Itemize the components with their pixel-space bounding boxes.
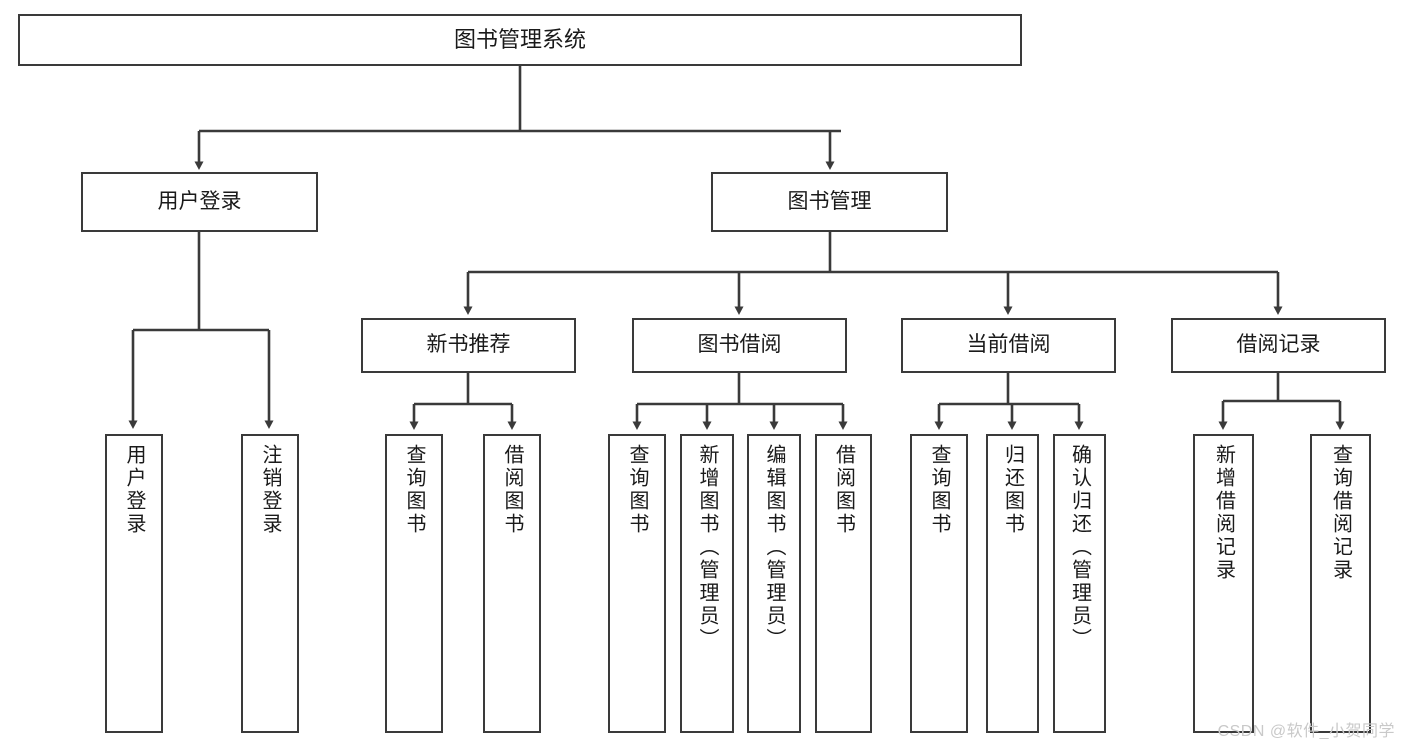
node-leaf-add-book[interactable]: 新增图书（管理员） bbox=[680, 434, 734, 733]
node-new-book-recommend-label: 新书推荐 bbox=[426, 333, 511, 357]
node-leaf-add-record[interactable]: 新增借阅记录 bbox=[1193, 434, 1254, 733]
node-leaf-logout-label: 注销登录 bbox=[259, 444, 281, 536]
node-leaf-borrow-book-1[interactable]: 借阅图书 bbox=[483, 434, 541, 733]
node-root-label: 图书管理系统 bbox=[453, 27, 586, 53]
node-current-borrow[interactable]: 当前借阅 bbox=[901, 318, 1116, 373]
node-current-borrow-label: 当前借阅 bbox=[966, 333, 1051, 357]
node-leaf-borrow-book-1-label: 借阅图书 bbox=[501, 444, 523, 536]
node-book-management[interactable]: 图书管理 bbox=[711, 172, 948, 232]
node-leaf-return-book[interactable]: 归还图书 bbox=[986, 434, 1039, 733]
node-leaf-confirm-return[interactable]: 确认归还（管理员） bbox=[1053, 434, 1106, 733]
node-leaf-logout[interactable]: 注销登录 bbox=[241, 434, 299, 733]
node-leaf-confirm-return-label: 确认归还（管理员） bbox=[1068, 444, 1091, 651]
node-leaf-query-record[interactable]: 查询借阅记录 bbox=[1310, 434, 1371, 733]
node-leaf-query-book-3[interactable]: 查询图书 bbox=[910, 434, 968, 733]
node-leaf-query-book-3-label: 查询图书 bbox=[928, 444, 950, 536]
node-leaf-user-login[interactable]: 用户登录 bbox=[105, 434, 163, 733]
node-book-borrow[interactable]: 图书借阅 bbox=[632, 318, 847, 373]
node-leaf-user-login-label: 用户登录 bbox=[123, 444, 145, 536]
node-leaf-borrow-book-2-label: 借阅图书 bbox=[832, 444, 855, 536]
node-user-login[interactable]: 用户登录 bbox=[81, 172, 318, 232]
node-book-management-label: 图书管理 bbox=[787, 189, 872, 213]
node-leaf-edit-book-label: 编辑图书（管理员） bbox=[763, 444, 785, 651]
node-leaf-query-record-label: 查询借阅记录 bbox=[1329, 444, 1352, 582]
node-book-borrow-label: 图书借阅 bbox=[697, 333, 782, 357]
node-leaf-query-book-2[interactable]: 查询图书 bbox=[608, 434, 666, 733]
node-leaf-query-book-1-label: 查询图书 bbox=[403, 444, 425, 536]
node-borrow-record-label: 借阅记录 bbox=[1236, 333, 1321, 357]
node-new-book-recommend[interactable]: 新书推荐 bbox=[361, 318, 576, 373]
node-root[interactable]: 图书管理系统 bbox=[18, 14, 1022, 66]
node-leaf-return-book-label: 归还图书 bbox=[1001, 444, 1024, 536]
node-leaf-add-record-label: 新增借阅记录 bbox=[1212, 444, 1235, 582]
node-borrow-record[interactable]: 借阅记录 bbox=[1171, 318, 1386, 373]
node-user-login-label: 用户登录 bbox=[157, 189, 242, 213]
node-leaf-edit-book[interactable]: 编辑图书（管理员） bbox=[747, 434, 801, 733]
node-leaf-add-book-label: 新增图书（管理员） bbox=[696, 444, 718, 651]
watermark-text: CSDN @软件_小贺同学 bbox=[1217, 723, 1395, 740]
node-leaf-query-book-1[interactable]: 查询图书 bbox=[385, 434, 443, 733]
node-leaf-borrow-book-2[interactable]: 借阅图书 bbox=[815, 434, 872, 733]
node-leaf-query-book-2-label: 查询图书 bbox=[626, 444, 648, 536]
